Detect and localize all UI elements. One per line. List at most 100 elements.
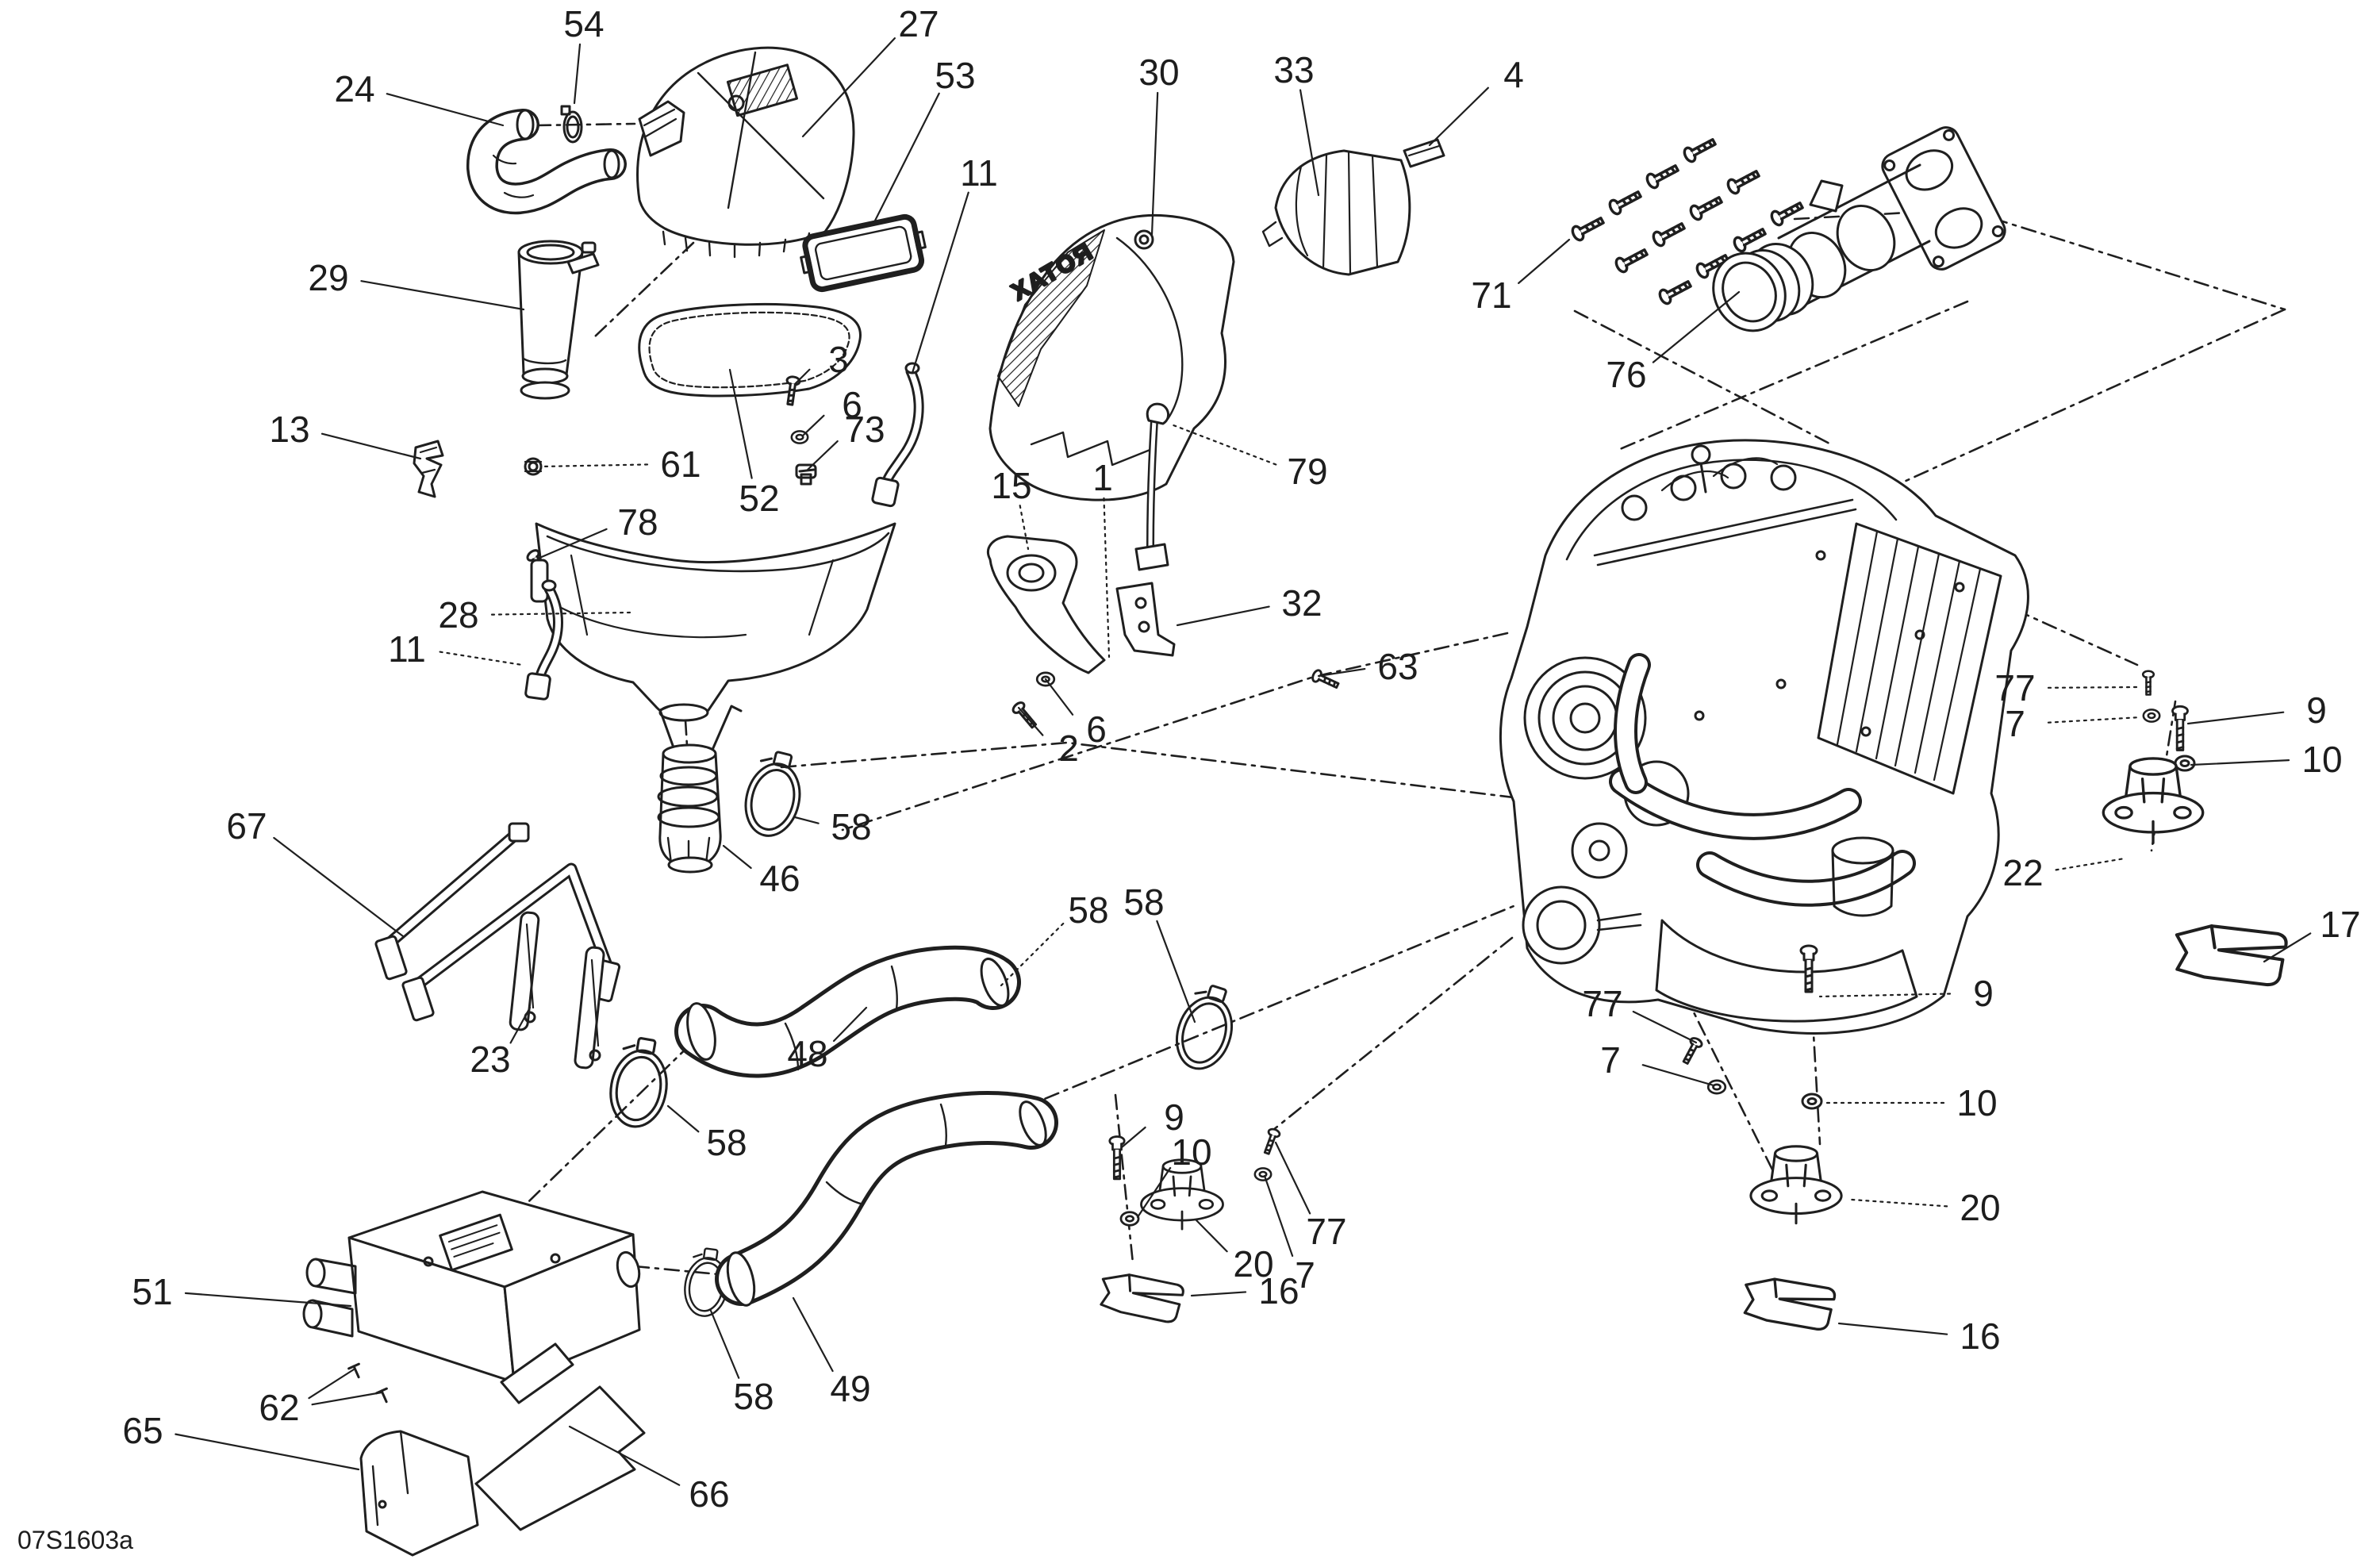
callout-number-23: 23 [470, 1039, 510, 1080]
callout-leader [175, 1433, 360, 1471]
part-cover-seal [638, 302, 862, 398]
callout-leader [1168, 422, 1277, 466]
callout-number-7: 7 [2005, 703, 2025, 744]
callout-number-46: 46 [759, 858, 800, 899]
callout-number-29: 29 [308, 257, 348, 298]
part-bolt-9c [2171, 705, 2189, 751]
part-bracket-15 [987, 535, 1106, 674]
part-washer-7c [2142, 709, 2161, 723]
callout-number-1: 1 [1092, 457, 1113, 498]
part-support-straps [374, 822, 621, 1022]
callout-number-52: 52 [739, 478, 779, 519]
part-screw-62b [375, 1387, 393, 1406]
callout-1: 1 [1092, 457, 1113, 659]
callout-leader [801, 37, 896, 138]
callout-4: 4 [1428, 54, 1524, 147]
part-breather-hose [466, 109, 627, 215]
callout-leader [308, 1368, 355, 1400]
callout-20: 20 [1195, 1219, 1274, 1285]
callout-number-32: 32 [1281, 582, 1322, 624]
callout-number-61: 61 [660, 444, 701, 485]
callout-71: 71 [1471, 238, 1571, 316]
callout-number-79: 79 [1287, 451, 1327, 492]
callout-leader [1428, 86, 1489, 147]
callout-number-9: 9 [1973, 973, 1994, 1014]
callout-number-66: 66 [689, 1473, 729, 1515]
callout-leader [509, 1006, 532, 1044]
callout-leader [311, 1391, 383, 1406]
callout-73: 73 [806, 409, 885, 471]
callout-number-9: 9 [2306, 689, 2327, 731]
callout-number-58: 58 [1068, 889, 1108, 931]
callout-32: 32 [1176, 582, 1322, 627]
callout-7: 7 [1600, 1039, 1715, 1087]
part-clamp-58a [737, 746, 812, 843]
callout-27: 27 [801, 3, 939, 138]
callout-leader [1044, 678, 1074, 716]
callout-9: 9 [2186, 689, 2327, 731]
callout-leader [360, 280, 525, 311]
part-intercooler-box [302, 1190, 641, 1384]
callout-leader [1195, 1219, 1228, 1253]
callout-number-51: 51 [132, 1271, 172, 1312]
callout-number-7: 7 [1600, 1039, 1621, 1081]
callout-leader [793, 816, 820, 824]
callout-number-10: 10 [1171, 1131, 1211, 1173]
callout-7: 7 [2005, 703, 2142, 744]
callout-33: 33 [1273, 49, 1320, 197]
callout-number-20: 20 [1960, 1187, 2000, 1228]
part-hose-48 [674, 945, 1021, 1078]
part-sensor-cable-top [871, 362, 924, 508]
callout-10: 10 [2190, 739, 2343, 780]
callout-number-16: 16 [1258, 1270, 1299, 1312]
callout-number-27: 27 [898, 3, 939, 44]
part-washer-10b [1801, 1093, 1823, 1110]
part-airbox-lower [530, 522, 896, 722]
callout-leader [273, 836, 405, 938]
callout-number-6: 6 [1086, 709, 1107, 750]
callout-52: 52 [728, 368, 780, 519]
callout-leader [386, 93, 505, 127]
callout-number-58: 58 [1123, 881, 1164, 923]
callout-leader [1652, 290, 1741, 363]
callout-15: 15 [991, 465, 1032, 551]
callout-13: 13 [269, 409, 422, 460]
callout-2: 2 [1017, 706, 1079, 769]
callout-30: 30 [1138, 52, 1180, 236]
callout-66: 66 [568, 1425, 730, 1515]
part-washer-7b [1706, 1079, 1727, 1095]
part-vent-tube [517, 240, 600, 400]
callout-6: 6 [1044, 678, 1107, 750]
callout-62: 62 [259, 1368, 383, 1428]
callout-number-11: 11 [960, 152, 998, 194]
callout-leader [1156, 920, 1196, 1024]
callout-number-7: 7 [1295, 1254, 1315, 1296]
part-clamp-58b [1166, 978, 1246, 1077]
callout-number-53: 53 [935, 55, 975, 96]
callout-leader [1176, 605, 1270, 627]
callout-49: 49 [792, 1296, 871, 1409]
callout-leader [573, 43, 582, 105]
callout-51: 51 [132, 1271, 352, 1312]
callout-number-71: 71 [1471, 275, 1511, 316]
callout-3: 3 [793, 339, 849, 386]
callout-leader [2047, 686, 2139, 689]
callout-63: 63 [1317, 646, 1418, 687]
callout-65: 65 [122, 1410, 360, 1471]
callout-9: 9 [1120, 1097, 1184, 1149]
callout-17: 17 [2263, 904, 2361, 963]
callout-number-3: 3 [828, 339, 849, 380]
callout-number-2: 2 [1058, 728, 1079, 769]
callout-77: 77 [1994, 667, 2139, 709]
callout-10: 10 [1136, 1131, 1212, 1219]
callout-16: 16 [1190, 1270, 1299, 1312]
callout-24: 24 [334, 68, 505, 127]
callout-16: 16 [1837, 1315, 2001, 1357]
callout-48: 48 [787, 1006, 868, 1074]
callout-leader [1632, 1010, 1698, 1044]
callout-11: 11 [911, 152, 998, 374]
callout-number-4: 4 [1503, 54, 1524, 95]
callout-46: 46 [722, 844, 800, 899]
part-nut-61 [524, 457, 543, 476]
callout-number-22: 22 [2002, 852, 2043, 893]
